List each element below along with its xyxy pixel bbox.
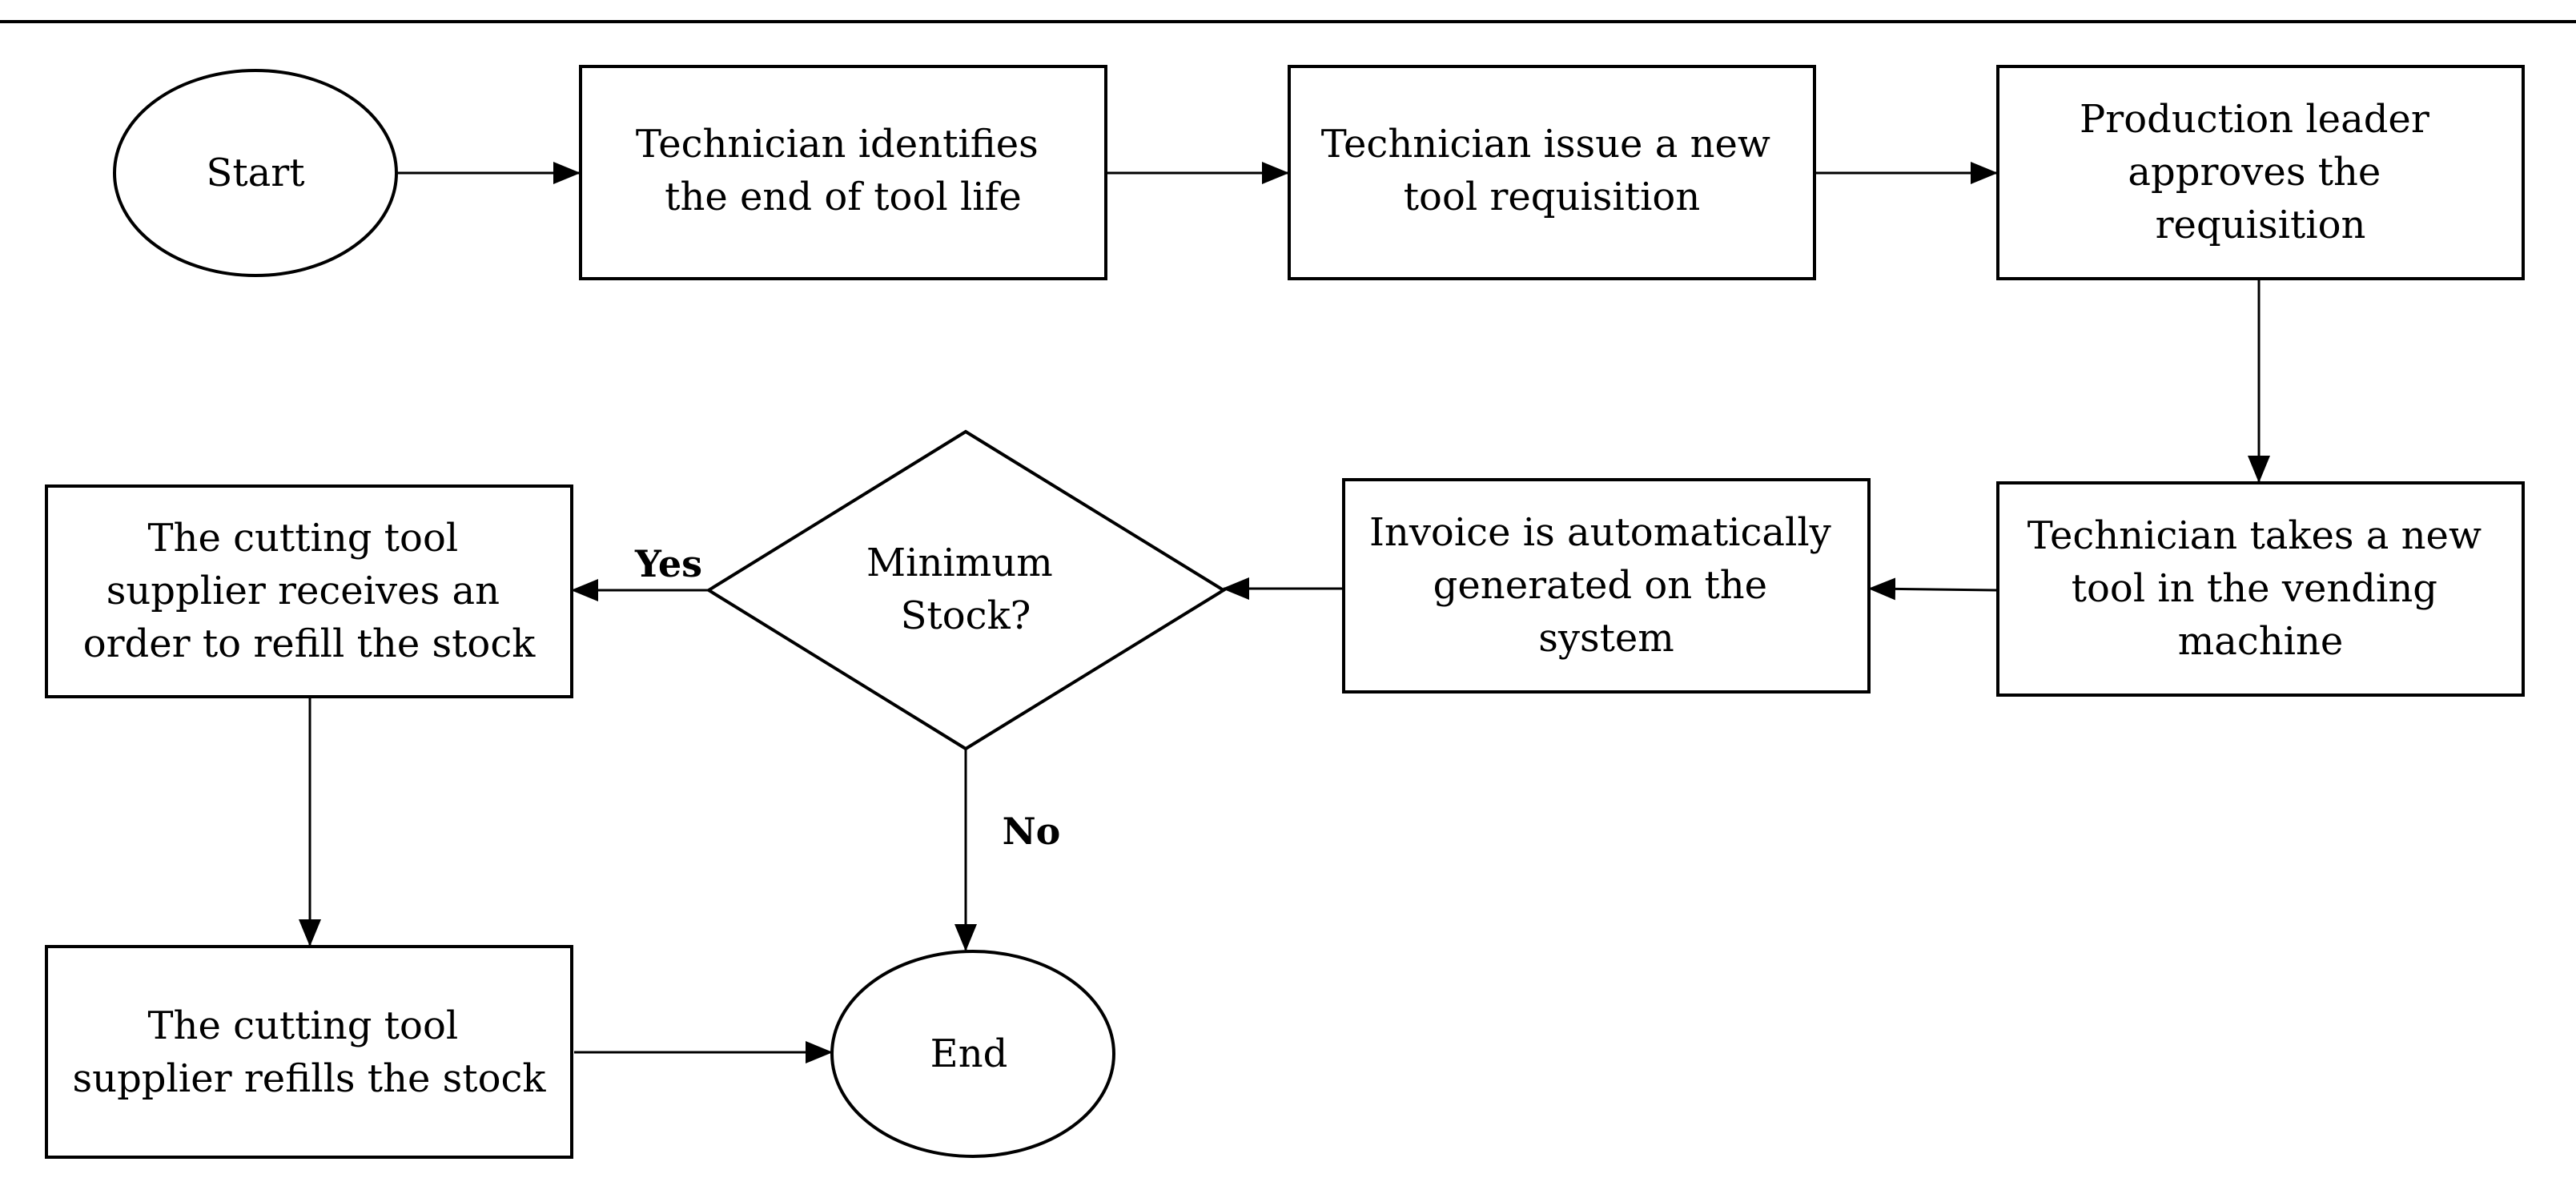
invoice-box bbox=[1342, 478, 1871, 694]
invoice-label: Invoice is automatically generated on th… bbox=[1369, 510, 1843, 661]
no-label: No bbox=[1003, 810, 1061, 853]
connectors bbox=[299, 162, 2270, 1063]
issue-box bbox=[1288, 65, 1816, 280]
takes-label: Technician takes a new tool in the vendi… bbox=[2027, 513, 2494, 664]
start-label: Start bbox=[206, 151, 304, 195]
decision-label: Minimum Stock? bbox=[866, 541, 1065, 638]
approve-label: Production leader approves the requisiti… bbox=[2080, 97, 2441, 247]
supplier-refill-box bbox=[45, 945, 573, 1159]
yes-label: Yes bbox=[634, 542, 702, 585]
approve-box bbox=[1996, 65, 2525, 280]
takes-box bbox=[1996, 481, 2525, 697]
arrow-takes-to-invoice bbox=[1868, 577, 1997, 601]
decision-diamond bbox=[705, 429, 1227, 751]
supplier-order-label: The cutting tool supplier receives an or… bbox=[83, 516, 536, 666]
issue-label: Technician issue a new tool requisition bbox=[1321, 122, 1783, 219]
identify-box bbox=[579, 65, 1107, 280]
end-terminator bbox=[830, 950, 1115, 1158]
supplier-order-box bbox=[45, 484, 573, 698]
start-terminator bbox=[113, 69, 398, 277]
identify-label: Technician identifies the end of tool li… bbox=[636, 122, 1051, 219]
end-label: End bbox=[930, 1031, 1008, 1076]
supplier-refill-label: The cutting tool supplier refills the st… bbox=[73, 1003, 547, 1101]
